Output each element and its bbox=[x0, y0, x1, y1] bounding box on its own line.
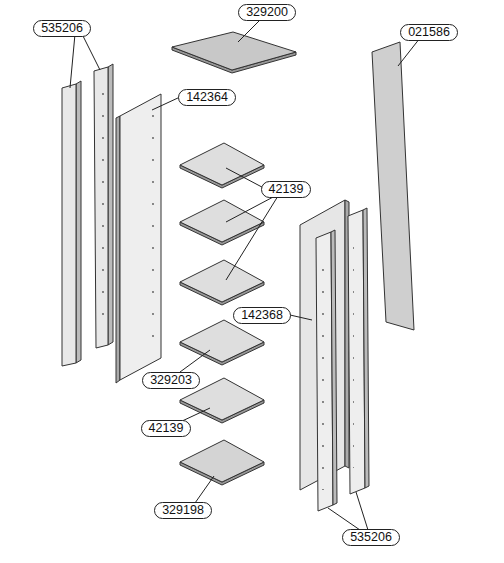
callout-pill: 535206 bbox=[33, 20, 91, 37]
shelf bbox=[180, 320, 264, 362]
callout-pill: 329198 bbox=[154, 502, 212, 519]
shelf bbox=[180, 440, 264, 482]
callout-pill: 42139 bbox=[141, 420, 192, 437]
post-side bbox=[108, 64, 113, 345]
post-side bbox=[331, 230, 337, 505]
callout-number: 329203 bbox=[150, 373, 192, 387]
callout-pill: 329200 bbox=[238, 4, 296, 21]
post bbox=[62, 84, 76, 366]
shelf bbox=[180, 143, 264, 185]
post bbox=[316, 232, 333, 511]
post-side bbox=[363, 208, 369, 488]
callout-number: 021586 bbox=[408, 25, 450, 39]
post bbox=[94, 67, 108, 348]
leader-lines bbox=[70, 18, 420, 530]
callout-pill: 142364 bbox=[178, 89, 236, 106]
shelf bbox=[180, 260, 264, 302]
post-side bbox=[76, 81, 81, 363]
top-board bbox=[172, 32, 296, 70]
callout-number: 42139 bbox=[149, 421, 184, 435]
callout-pill: 535206 bbox=[342, 529, 400, 546]
callout-number: 42139 bbox=[269, 182, 304, 196]
callout-number: 329200 bbox=[246, 5, 288, 19]
side-panel bbox=[120, 94, 161, 380]
callout-pill: 42139 bbox=[261, 181, 312, 198]
callout-number: 535206 bbox=[350, 530, 392, 544]
back-panel bbox=[372, 42, 414, 330]
panel-edge bbox=[116, 116, 120, 383]
callout-pill: 021586 bbox=[400, 24, 458, 41]
callout-number: 142364 bbox=[186, 90, 228, 104]
shelf bbox=[180, 200, 264, 242]
callout-number: 142368 bbox=[241, 308, 283, 322]
callout-pill: 142368 bbox=[233, 307, 291, 324]
post bbox=[348, 210, 365, 494]
callout-number: 329198 bbox=[162, 503, 204, 517]
callout-number: 535206 bbox=[41, 21, 83, 35]
callout-pill: 329203 bbox=[142, 372, 200, 389]
